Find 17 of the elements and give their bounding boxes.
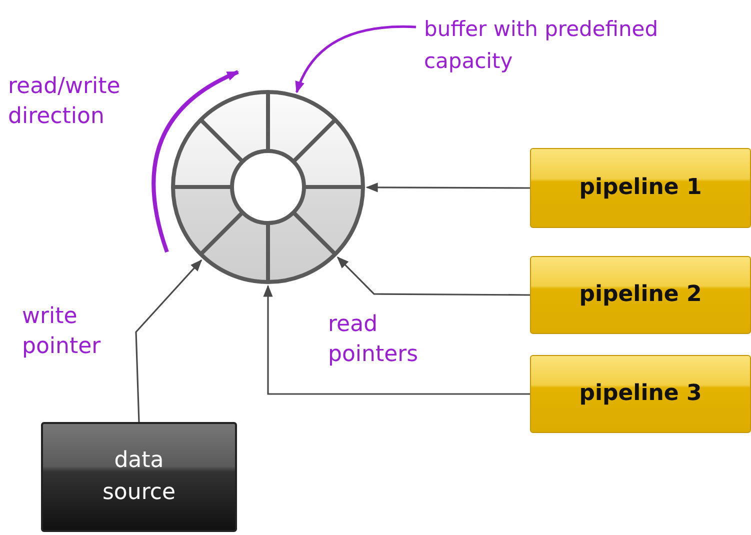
box-label: data source [101, 447, 177, 507]
arrow [366, 182, 530, 192]
process-box [530, 355, 751, 433]
annotation-text: write pointer [22, 303, 102, 361]
arrow [263, 284, 530, 395]
box-label: pipeline 3 [579, 380, 702, 408]
process-box [41, 422, 237, 532]
annotation-text: read/write direction [8, 73, 122, 131]
arrow [135, 259, 202, 422]
box-label: pipeline 2 [579, 281, 702, 309]
process-box [530, 256, 751, 334]
annotation-text: read pointers [328, 311, 420, 369]
annotation-text: buffer with predefined capacity [424, 10, 674, 80]
box-label: pipeline 1 [579, 174, 702, 202]
arrow [336, 256, 530, 296]
process-box [530, 148, 751, 228]
leader-line [296, 25, 416, 94]
